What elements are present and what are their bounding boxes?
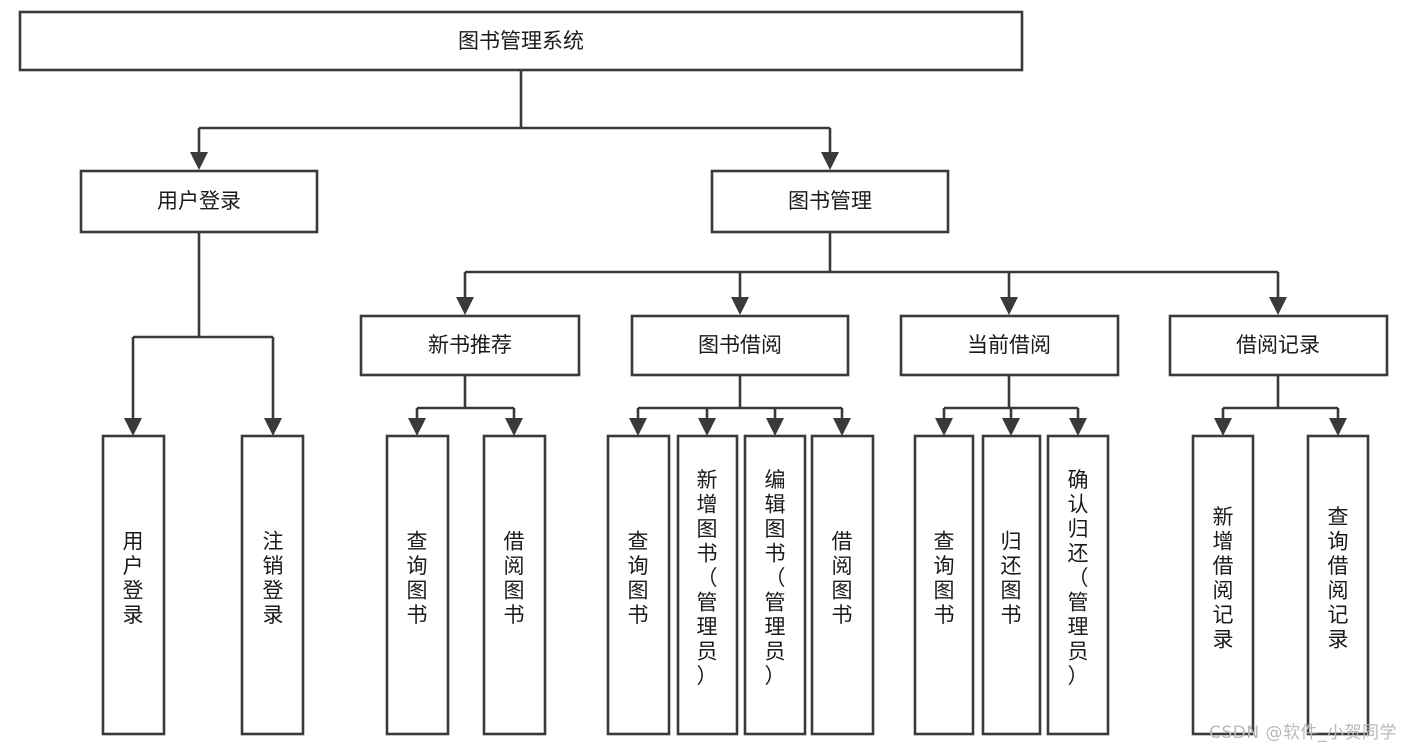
node-leaf3-box[interactable] xyxy=(385,434,450,736)
node-leaf9-label: 查询图书 xyxy=(934,529,955,627)
node-leaf2-label: 注销登录 xyxy=(263,529,284,627)
arrow-to-leaf3 xyxy=(408,418,426,436)
node-bookmgmt-box[interactable] xyxy=(710,169,950,234)
node-current-label: 当前借阅 xyxy=(967,333,1051,357)
node-record-box[interactable] xyxy=(1168,314,1389,377)
connector-group-newbook xyxy=(408,375,523,436)
node-leaf1-label: 用户登录 xyxy=(123,529,144,627)
node-root-label: 图书管理系统 xyxy=(458,29,584,53)
arrow-to-leaf1 xyxy=(124,418,142,436)
node-leaf8[interactable]: 借阅图书 xyxy=(810,434,875,736)
node-leaf9-box[interactable] xyxy=(913,434,975,736)
node-leaf6-box[interactable] xyxy=(676,434,739,736)
node-record-label: 借阅记录 xyxy=(1236,333,1320,357)
node-leaf3[interactable]: 查询图书 xyxy=(385,434,450,736)
node-leaf2-box[interactable] xyxy=(240,434,305,736)
node-leaf1-box[interactable] xyxy=(101,434,166,736)
node-leaf3-label: 查询图书 xyxy=(407,529,428,627)
arrow-to-leaf7 xyxy=(766,418,784,436)
connector-group-record xyxy=(1214,375,1347,436)
node-leaf8-box[interactable] xyxy=(810,434,875,736)
arrow-to-record xyxy=(1269,297,1287,315)
node-borrow-label: 图书借阅 xyxy=(698,333,782,357)
node-leaf2[interactable]: 注销登录 xyxy=(240,434,305,736)
node-leaf5[interactable]: 查询图书 xyxy=(606,434,671,736)
node-login[interactable]: 用户登录 xyxy=(79,169,319,234)
node-record[interactable]: 借阅记录 xyxy=(1168,314,1389,377)
node-current-box[interactable] xyxy=(899,314,1120,377)
node-leaf11[interactable]: 确认归还（管理员） xyxy=(1046,434,1110,736)
arrow-to-current xyxy=(1000,297,1018,315)
node-leaf7-label: 编辑图书（管理员） xyxy=(765,468,786,688)
arrow-to-borrow xyxy=(731,297,749,315)
arrow-to-bookmgmt xyxy=(821,152,839,170)
node-root-box[interactable] xyxy=(18,10,1024,72)
node-newbook-label: 新书推荐 xyxy=(428,333,512,357)
connector-group-borrow xyxy=(629,375,851,436)
node-leaf1[interactable]: 用户登录 xyxy=(101,434,166,736)
arrow-to-leaf13 xyxy=(1329,418,1347,436)
arrow-to-leaf9 xyxy=(935,418,953,436)
node-leaf7-box[interactable] xyxy=(743,434,807,736)
node-leaf7[interactable]: 编辑图书（管理员） xyxy=(743,434,807,736)
node-leaf6[interactable]: 新增图书（管理员） xyxy=(676,434,739,736)
node-leaf5-box[interactable] xyxy=(606,434,671,736)
arrow-to-leaf10 xyxy=(1002,418,1020,436)
arrow-to-leaf8 xyxy=(833,418,851,436)
csdn-watermark: CSDN @软件_小贺同学 xyxy=(1209,723,1397,743)
node-leaf10[interactable]: 归还图书 xyxy=(981,434,1042,736)
arrow-to-leaf4 xyxy=(505,418,523,436)
node-newbook[interactable]: 新书推荐 xyxy=(359,314,581,377)
node-root[interactable]: 图书管理系统 xyxy=(18,10,1024,72)
node-leaf5-label: 查询图书 xyxy=(628,529,649,627)
arrow-to-leaf11 xyxy=(1069,418,1087,436)
arrow-to-leaf12 xyxy=(1214,418,1232,436)
connector-group-root xyxy=(190,70,839,170)
node-leaf4[interactable]: 借阅图书 xyxy=(482,434,547,736)
node-login-box[interactable] xyxy=(79,169,319,234)
node-leaf11-box[interactable] xyxy=(1046,434,1110,736)
arrow-to-login xyxy=(190,152,208,170)
arrow-to-leaf5 xyxy=(629,418,647,436)
node-leaf6-label: 新增图书（管理员） xyxy=(697,468,718,688)
node-leaf11-label: 确认归还（管理员） xyxy=(1068,468,1089,688)
node-current[interactable]: 当前借阅 xyxy=(899,314,1120,377)
arrow-to-leaf6 xyxy=(698,418,716,436)
node-bookmgmt[interactable]: 图书管理 xyxy=(710,169,950,234)
node-leaf13-box[interactable] xyxy=(1306,434,1370,736)
node-borrow[interactable]: 图书借阅 xyxy=(630,314,850,377)
node-leaf12-box[interactable] xyxy=(1191,434,1255,736)
node-leaf13[interactable]: 查询借阅记录 xyxy=(1306,434,1370,736)
node-leaf4-label: 借阅图书 xyxy=(504,529,525,627)
arrow-to-newbook xyxy=(456,297,474,315)
node-login-label: 用户登录 xyxy=(157,189,241,213)
node-bookmgmt-label: 图书管理 xyxy=(788,189,872,213)
node-leaf10-box[interactable] xyxy=(981,434,1042,736)
node-leaf13-label: 查询借阅记录 xyxy=(1328,505,1349,652)
node-leaf10-label: 归还图书 xyxy=(1001,529,1022,627)
node-leaf12[interactable]: 新增借阅记录 xyxy=(1191,434,1255,736)
node-leaf12-label: 新增借阅记录 xyxy=(1213,505,1234,652)
connector-group-bookmgmt xyxy=(456,232,1287,315)
node-newbook-box[interactable] xyxy=(359,314,581,377)
node-leaf9[interactable]: 查询图书 xyxy=(913,434,975,736)
connector-group-current xyxy=(935,375,1087,436)
node-borrow-box[interactable] xyxy=(630,314,850,377)
connector-group-login xyxy=(124,232,282,436)
arrow-to-leaf2 xyxy=(264,418,282,436)
node-leaf8-label: 借阅图书 xyxy=(832,529,853,627)
node-leaf4-box[interactable] xyxy=(482,434,547,736)
